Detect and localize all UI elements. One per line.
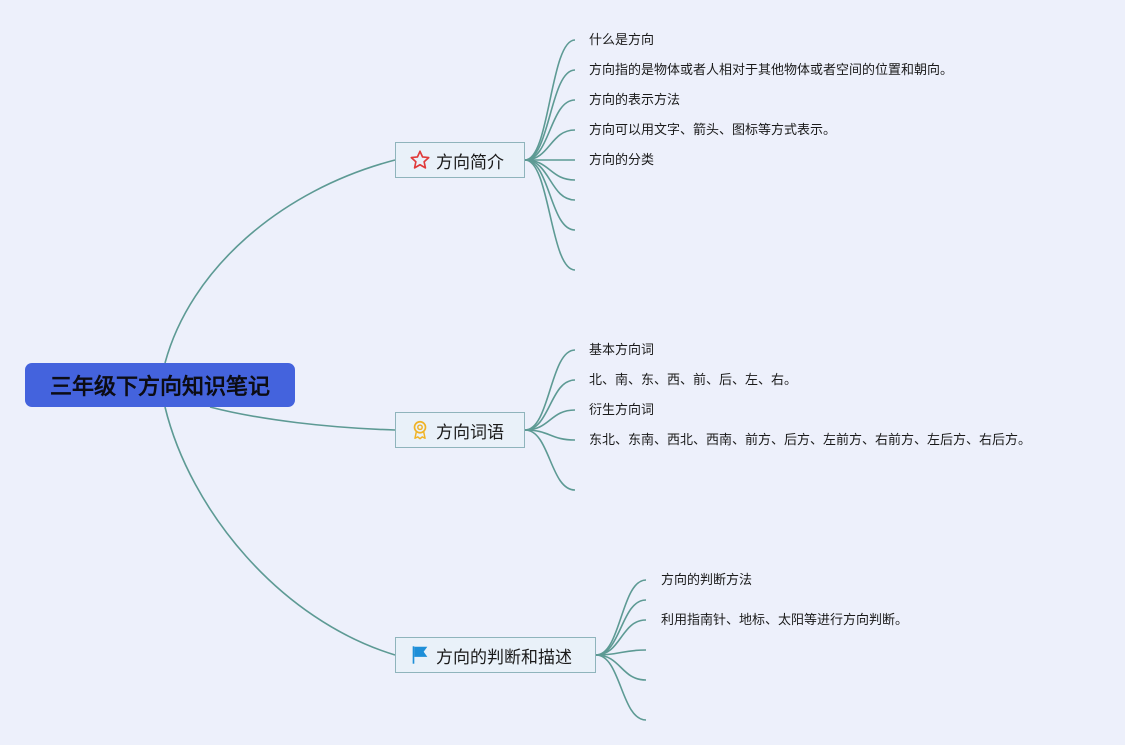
award-ribbon-icon xyxy=(408,418,432,442)
root-topic-label: 三年级下方向知识笔记 xyxy=(49,375,270,400)
branch-topic-judgement[interactable]: 方向的判断和描述 xyxy=(395,637,596,673)
star-icon xyxy=(408,148,432,172)
branch-topic-words[interactable]: 方向词语 xyxy=(395,412,525,448)
connector-b2-empty-1 xyxy=(524,429,576,491)
connector-b1-leaf-1 xyxy=(524,39,576,161)
connector-b2-leaf-2 xyxy=(524,379,576,431)
subtopic[interactable]: 衍生方向词 xyxy=(589,403,655,418)
connector-b2-leaf-1 xyxy=(524,349,576,431)
branch-topic-label: 方向的判断和描述 xyxy=(436,647,572,668)
branch-topic-label: 方向简介 xyxy=(436,152,504,173)
connector-b1-leaf-3 xyxy=(524,99,576,161)
subtopic[interactable]: 基本方向词 xyxy=(589,343,655,358)
subtopic[interactable]: 方向的表示方法 xyxy=(589,93,681,108)
connector-root-branch-3 xyxy=(164,406,396,656)
root-topic[interactable]: 三年级下方向知识笔记 xyxy=(25,363,295,407)
connector-root-branch-2 xyxy=(209,406,396,431)
subtopic[interactable]: 北、南、东、西、前、后、左、右。 xyxy=(589,373,798,388)
flag-icon xyxy=(408,643,432,667)
connector-b1-empty-4 xyxy=(524,159,576,271)
connector-b3-empty-3 xyxy=(595,654,647,681)
connector-root-branch-1 xyxy=(164,159,396,364)
subtopic[interactable]: 利用指南针、地标、太阳等进行方向判断。 xyxy=(661,613,909,628)
connector-b3-empty-4 xyxy=(595,654,647,721)
subtopic[interactable]: 方向的判断方法 xyxy=(661,573,753,588)
connector-b1-leaf-4 xyxy=(524,129,576,161)
branch-topic-intro[interactable]: 方向简介 xyxy=(395,142,525,178)
connector-b3-leaf-1 xyxy=(595,579,647,656)
connector-b2-leaf-3 xyxy=(524,409,576,431)
subtopic[interactable]: 方向的分类 xyxy=(589,153,655,168)
connector-b3-empty-1 xyxy=(595,599,647,656)
subtopic[interactable]: 方向指的是物体或者人相对于其他物体或者空间的位置和朝向。 xyxy=(589,63,954,78)
subtopic[interactable]: 东北、东南、西北、西南、前方、后方、左前方、右前方、左后方、右后方。 xyxy=(589,433,1032,448)
branch-topic-label: 方向词语 xyxy=(436,422,504,443)
connector-b1-leaf-2 xyxy=(524,69,576,161)
subtopic[interactable]: 方向可以用文字、箭头、图标等方式表示。 xyxy=(589,123,837,138)
subtopic[interactable]: 什么是方向 xyxy=(589,33,655,48)
